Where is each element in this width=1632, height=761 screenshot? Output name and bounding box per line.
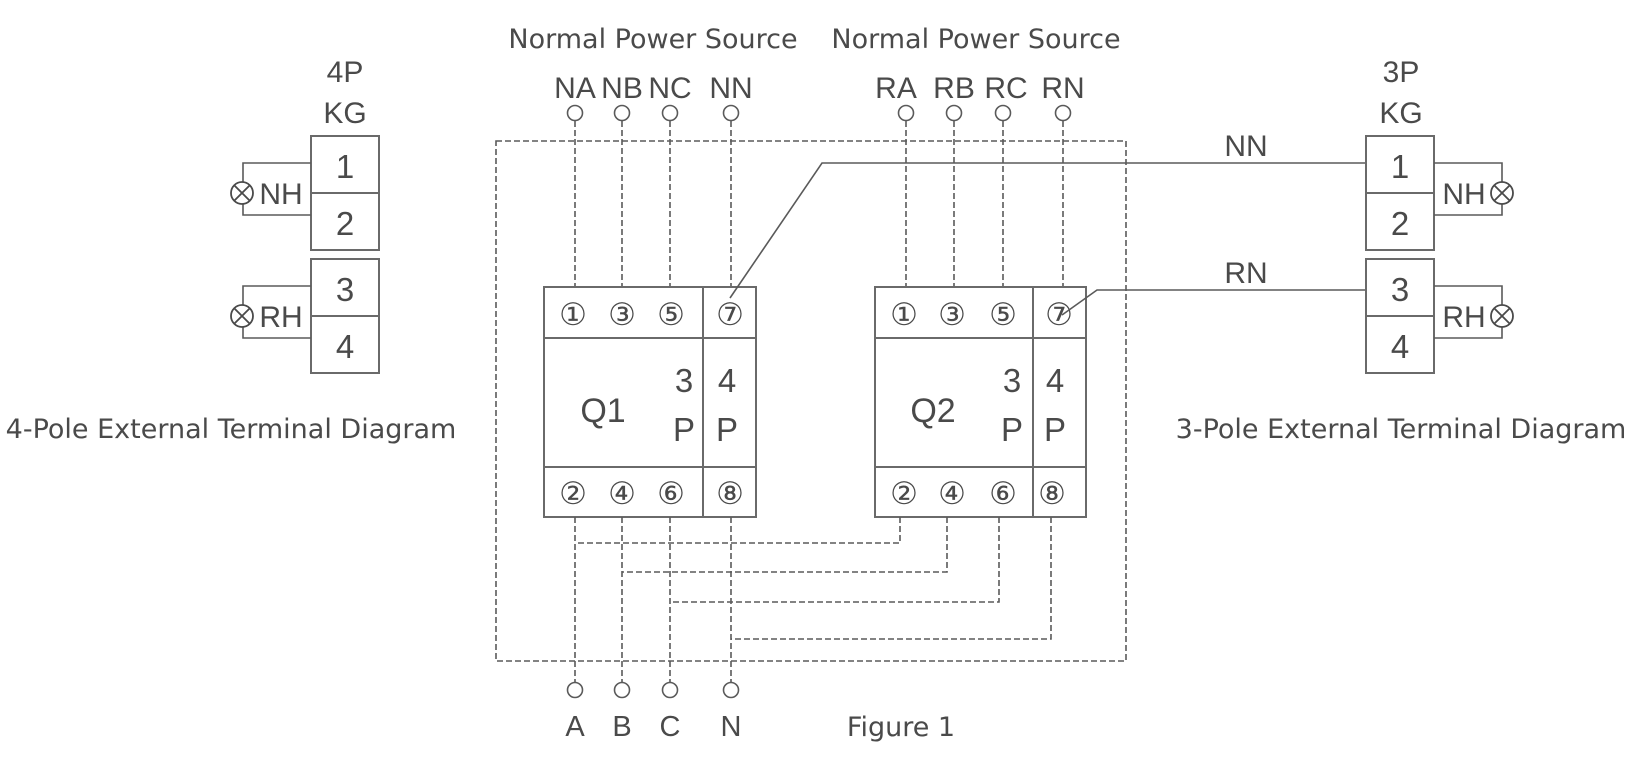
right-lamp-rh-label: RH — [1442, 301, 1485, 334]
right-cell-1: 1 — [1391, 148, 1409, 185]
left-cell-2: 2 — [336, 205, 354, 242]
lamp-icon — [1490, 181, 1514, 205]
q1-col3-top: 3 — [675, 362, 693, 399]
left-lamp-nh-label: NH — [259, 178, 302, 211]
left-cell-4: 4 — [336, 328, 354, 365]
output-label-n: N — [721, 711, 742, 743]
q2-pin-2: ② — [890, 476, 918, 511]
breaker-q2: ① ③ ⑤ ⑦ Q2 3 P 4 P ② ④ ⑥ ⑧ — [874, 286, 1087, 518]
input-label-nn: NN — [709, 72, 752, 105]
q2-pin-7: ⑦ — [1045, 297, 1073, 332]
q2-pin-5: ⑤ — [989, 297, 1017, 332]
breaker-q1: ① ③ ⑤ ⑦ Q1 3 P 4 P ② ④ ⑥ ⑧ — [543, 286, 757, 518]
input-label-nb: NB — [601, 72, 643, 105]
q1-col4-bottom: P — [716, 411, 738, 448]
figure-caption: Figure 1 — [847, 712, 955, 743]
q1-pin-6: ⑥ — [657, 476, 685, 511]
q1-pin-3: ③ — [608, 297, 636, 332]
right-terminal-title-bottom: KG — [1379, 97, 1422, 130]
input-label-rn: RN — [1041, 72, 1084, 105]
input-label-rb: RB — [933, 72, 975, 105]
q2-pin-4: ④ — [938, 476, 966, 511]
q2-col3-bottom: P — [1001, 411, 1023, 448]
input-wires — [574, 121, 1064, 287]
left-terminal-title-top: 4P — [327, 56, 364, 89]
q2-pin-3: ③ — [938, 297, 966, 332]
right-input-labels: RA RB RC RN — [875, 72, 1085, 105]
left-cell-3: 3 — [336, 271, 354, 308]
left-lamp-rh-label: RH — [259, 301, 302, 334]
input-label-nc: NC — [648, 72, 691, 105]
right-cell-2: 2 — [1391, 205, 1409, 242]
right-terminal-title-top: 3P — [1383, 56, 1420, 89]
right-terminal-block: 3P KG 1 2 3 4 NH RH — [1365, 56, 1514, 374]
left-terminal-block: 4P KG 1 2 3 4 NH RH — [230, 56, 380, 374]
q1-label: Q1 — [580, 392, 625, 430]
lamp-icon — [230, 304, 254, 328]
interconnect-wires — [575, 517, 1052, 640]
right-lamp-nh-label: NH — [1442, 178, 1485, 211]
nn-signal-wire — [729, 162, 1366, 299]
left-cell-1: 1 — [336, 148, 354, 185]
enclosure-outline — [495, 140, 1127, 662]
q2-col3-top: 3 — [1003, 362, 1021, 399]
left-power-source-label: Normal Power Source — [508, 24, 797, 55]
right-cell-3: 3 — [1391, 271, 1409, 308]
output-label-b: B — [612, 711, 631, 743]
input-label-rc: RC — [984, 72, 1027, 105]
output-label-c: C — [660, 711, 681, 743]
q2-label: Q2 — [910, 392, 955, 430]
q1-pin-2: ② — [559, 476, 587, 511]
rn-signal-wire — [1061, 289, 1366, 316]
output-wires — [574, 517, 732, 682]
output-labels: A B C N — [565, 711, 741, 743]
q1-pin-8: ⑧ — [716, 476, 744, 511]
lamp-icon — [230, 181, 254, 205]
q1-col3-bottom: P — [673, 411, 695, 448]
right-cell-4: 4 — [1391, 328, 1409, 365]
input-label-ra: RA — [875, 72, 917, 105]
output-terminals — [566, 681, 740, 699]
q1-pin-1: ① — [559, 297, 587, 332]
left-terminal-title-bottom: KG — [323, 97, 366, 130]
q2-pin-6: ⑥ — [989, 476, 1017, 511]
nn-wire-label: NN — [1224, 130, 1267, 163]
rn-wire-label: RN — [1224, 257, 1267, 290]
output-label-a: A — [565, 711, 585, 743]
q1-pin-7: ⑦ — [716, 297, 744, 332]
q1-pin-4: ④ — [608, 476, 636, 511]
q2-col4-top: 4 — [1046, 362, 1064, 399]
lamp-icon — [1490, 304, 1514, 328]
q2-col4-bottom: P — [1044, 411, 1066, 448]
q2-pin-1: ① — [890, 297, 918, 332]
left-input-labels: NA NB NC NN — [554, 72, 753, 105]
q1-pin-5: ⑤ — [657, 297, 685, 332]
input-terminals — [566, 104, 1072, 122]
right-terminal-caption: 3-Pole External Terminal Diagram — [1176, 414, 1627, 445]
input-label-na: NA — [554, 72, 596, 105]
right-power-source-label: Normal Power Source — [831, 24, 1120, 55]
q1-col4-top: 4 — [718, 362, 736, 399]
left-terminal-caption: 4-Pole External Terminal Diagram — [6, 414, 457, 445]
q2-pin-8: ⑧ — [1038, 476, 1066, 511]
